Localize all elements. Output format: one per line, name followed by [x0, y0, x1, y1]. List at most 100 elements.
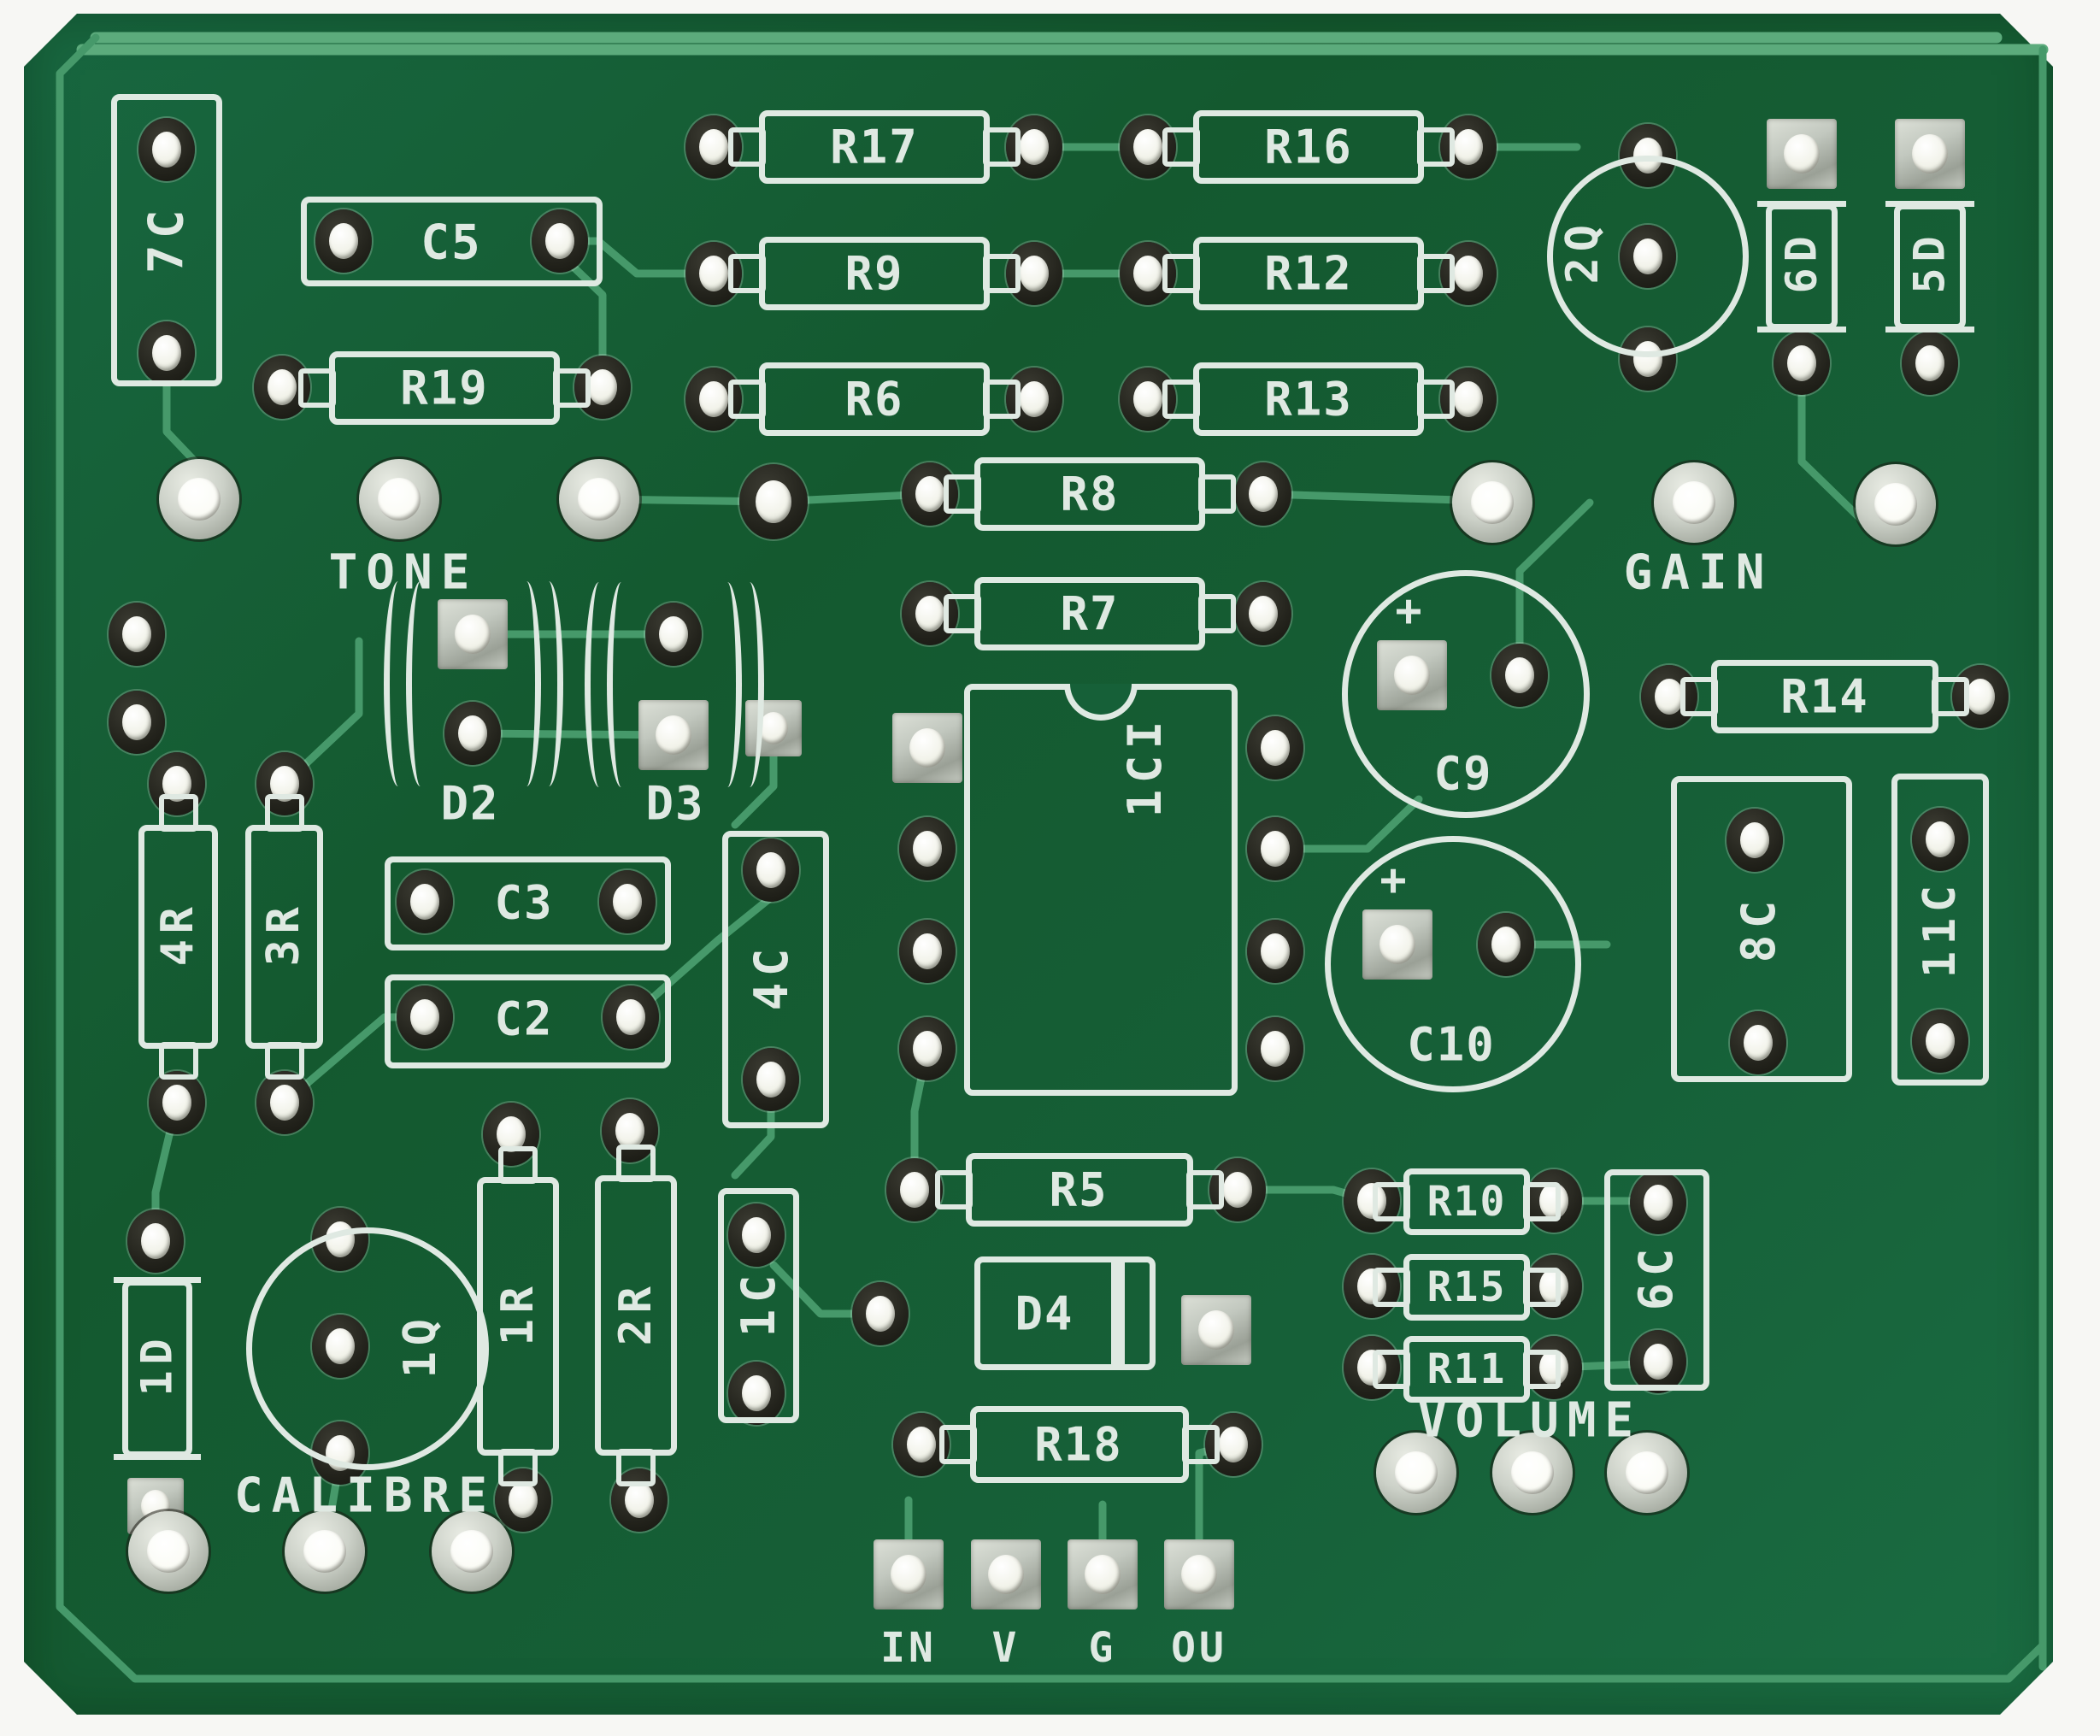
- component-R12-outline-lead: [1417, 254, 1455, 293]
- label-char: 4: [151, 939, 203, 967]
- pad-round: [1912, 808, 1968, 871]
- drill-hole: [450, 1530, 493, 1573]
- pad-round: [138, 321, 195, 385]
- pad-round: [1726, 809, 1783, 872]
- component-R18-outline-lead: [1182, 1425, 1220, 1464]
- component-C3-outline: [385, 856, 671, 950]
- component-C6-outline: [1604, 1169, 1709, 1391]
- drill-hole: [1673, 481, 1715, 524]
- label-char: Q: [394, 1319, 446, 1346]
- pad-round: [532, 209, 588, 273]
- label-D3: D3: [645, 776, 705, 831]
- pad-round: [127, 1209, 184, 1273]
- pad-potentiometer: [1376, 1433, 1456, 1513]
- drill-hole: [1020, 381, 1049, 417]
- component-C8-outline: [1671, 776, 1852, 1082]
- pad-round: [574, 356, 631, 419]
- component-D2-outline-arc: [534, 581, 563, 786]
- pad-round: [1774, 332, 1830, 395]
- component-R13-outline-lead: [1417, 380, 1455, 419]
- drill-hole: [1454, 256, 1483, 291]
- label-char: 1: [132, 1370, 182, 1397]
- label-R14: R14: [1780, 669, 1869, 724]
- pad-round: [256, 1071, 313, 1134]
- drill-hole: [656, 715, 691, 755]
- pad-round: [645, 603, 702, 666]
- pad-round: [1440, 115, 1497, 179]
- drill-hole: [178, 478, 221, 521]
- drill-hole: [122, 616, 151, 652]
- copper-trace: [1797, 359, 1868, 526]
- component-Q2-outline: [1547, 156, 1749, 357]
- component-R9-outline-lead: [983, 254, 1021, 293]
- label-D4: D4: [1015, 1286, 1074, 1341]
- pad-round: [315, 209, 372, 273]
- label-R18: R18: [1034, 1417, 1123, 1472]
- pad-square: [1767, 119, 1837, 189]
- drill-hole: [659, 616, 688, 652]
- drill-hole: [759, 712, 788, 744]
- component-C2-outline: [385, 974, 671, 1068]
- component-C4-outline: [722, 831, 829, 1128]
- drill-hole: [613, 884, 642, 920]
- label-R19: R19: [400, 361, 489, 415]
- label-char: C: [1732, 900, 1786, 929]
- drill-hole: [1133, 381, 1162, 417]
- drill-hole: [756, 1062, 785, 1098]
- pad-square: [892, 713, 962, 783]
- pad-potentiometer: [1492, 1433, 1573, 1513]
- label-R12: R12: [1264, 246, 1353, 301]
- drill-hole: [1644, 1344, 1673, 1380]
- component-C5-outline: [301, 197, 603, 286]
- label-char: D: [1776, 236, 1826, 262]
- component-D2-outline-arc: [406, 581, 435, 786]
- drill-hole: [545, 223, 574, 259]
- label-connector-OU: OU: [1171, 1624, 1227, 1672]
- label-char: 1: [1914, 950, 1966, 979]
- pad-potentiometer: [128, 1511, 209, 1592]
- copper-trace: [626, 893, 775, 1021]
- drill-hole: [410, 884, 439, 920]
- drill-hole: [578, 478, 621, 521]
- drill-hole: [909, 728, 945, 768]
- drill-hole: [458, 715, 487, 751]
- pad-round: [1526, 1336, 1582, 1399]
- pad-square: [1181, 1295, 1251, 1365]
- drill-hole: [1181, 1555, 1217, 1594]
- label-char: R: [257, 907, 309, 934]
- drill-hole: [907, 1427, 936, 1462]
- drill-hole: [1261, 730, 1290, 766]
- component-D3-outline-arc: [585, 582, 614, 787]
- label-char: D: [1904, 236, 1955, 262]
- copper-trace: [1271, 795, 1423, 853]
- pad-round: [1205, 1413, 1262, 1476]
- label-char: C: [138, 209, 195, 239]
- drill-hole: [1511, 1451, 1554, 1494]
- drill-hole: [1454, 129, 1483, 165]
- label-char: R: [609, 1286, 662, 1314]
- drill-hole: [1357, 1268, 1386, 1304]
- label-R9: R9: [844, 246, 904, 301]
- drill-hole: [699, 256, 728, 291]
- component-R1-outline-lead: [498, 1449, 538, 1486]
- component-D2-outline-arc: [384, 581, 413, 786]
- component-C1-outline: [718, 1188, 799, 1423]
- drill-hole: [1198, 1310, 1234, 1350]
- drill-hole: [1261, 1031, 1290, 1067]
- pad-round: [149, 752, 205, 815]
- copper-trace: [56, 33, 2047, 1683]
- component-R3-outline-lead: [264, 794, 304, 832]
- label-R16: R16: [1264, 120, 1353, 174]
- drill-hole: [1874, 483, 1917, 526]
- drill-hole: [147, 1530, 190, 1573]
- pad-round: [495, 1468, 551, 1532]
- drill-hole: [1926, 1023, 1955, 1059]
- component-D6-outline-end-bar: [1757, 327, 1846, 332]
- pad-round: [138, 118, 195, 181]
- label-R17: R17: [830, 120, 919, 174]
- component-R18-outline-lead: [939, 1425, 977, 1464]
- label-char: C: [1914, 885, 1966, 913]
